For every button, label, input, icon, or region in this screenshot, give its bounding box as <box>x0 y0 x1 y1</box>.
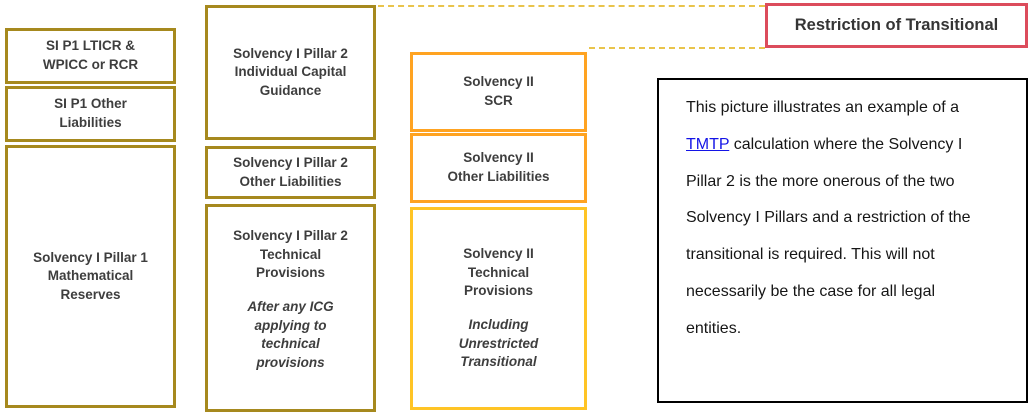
box-label: Solvency II SCR <box>463 74 534 108</box>
box-si-p1-lticr-wpicc: SI P1 LTICR & WPICC or RCR <box>5 28 176 84</box>
connector-dashed-line-pillar2-to-callout <box>378 5 765 7</box>
note-panel: This picture illustrates an example of a… <box>657 78 1028 403</box>
box-label: Solvency II Other Liabilities <box>447 150 550 184</box>
connector-dashed-line-scr-to-callout <box>589 47 765 49</box>
note-text-before-link: This picture illustrates an example of a <box>686 99 960 116</box>
box-label: Solvency I Pillar 2 Other Liabilities <box>233 154 348 189</box>
box-si-p1-other-liabilities: SI P1 Other Liabilities <box>5 86 176 142</box>
box-label: Solvency I Pillar 2 Individual Capital G… <box>233 45 348 98</box>
box-label: SI P1 Other Liabilities <box>54 96 127 130</box>
tmtp-link[interactable]: TMTP <box>686 135 730 153</box>
box-label: Solvency I Pillar 2 Technical Provisions <box>233 228 348 281</box>
box-label: SI P1 LTICR & WPICC or RCR <box>42 38 139 72</box>
box-si-p2-technical-provisions: Solvency I Pillar 2 Technical Provisions… <box>205 204 376 412</box>
box-sublabel-italic: After any ICG applying to technical prov… <box>247 298 334 370</box>
box-sublabel-italic: Including Unrestricted Transitional <box>458 317 539 370</box>
box-sii-technical-provisions: Solvency II Technical Provisions Includi… <box>410 207 587 410</box>
restriction-of-transitional-callout: Restriction of Transitional <box>765 3 1028 48</box>
box-si-p2-other-liabilities: Solvency I Pillar 2 Other Liabilities <box>205 146 376 199</box>
box-si-p2-individual-capital-guidance: Solvency I Pillar 2 Individual Capital G… <box>205 5 376 140</box>
box-label: Solvency I Pillar 1 Mathematical Reserve… <box>33 249 148 302</box>
box-label: Solvency II Technical Provisions <box>463 246 534 299</box>
box-sii-other-liabilities: Solvency II Other Liabilities <box>410 133 587 203</box>
callout-label: Restriction of Transitional <box>794 16 999 34</box>
note-text-after-link: calculation where the Solvency I Pillar … <box>686 135 971 337</box>
box-sii-scr: Solvency II SCR <box>410 52 587 132</box>
box-si-p1-mathematical-reserves: Solvency I Pillar 1 Mathematical Reserve… <box>5 145 176 408</box>
